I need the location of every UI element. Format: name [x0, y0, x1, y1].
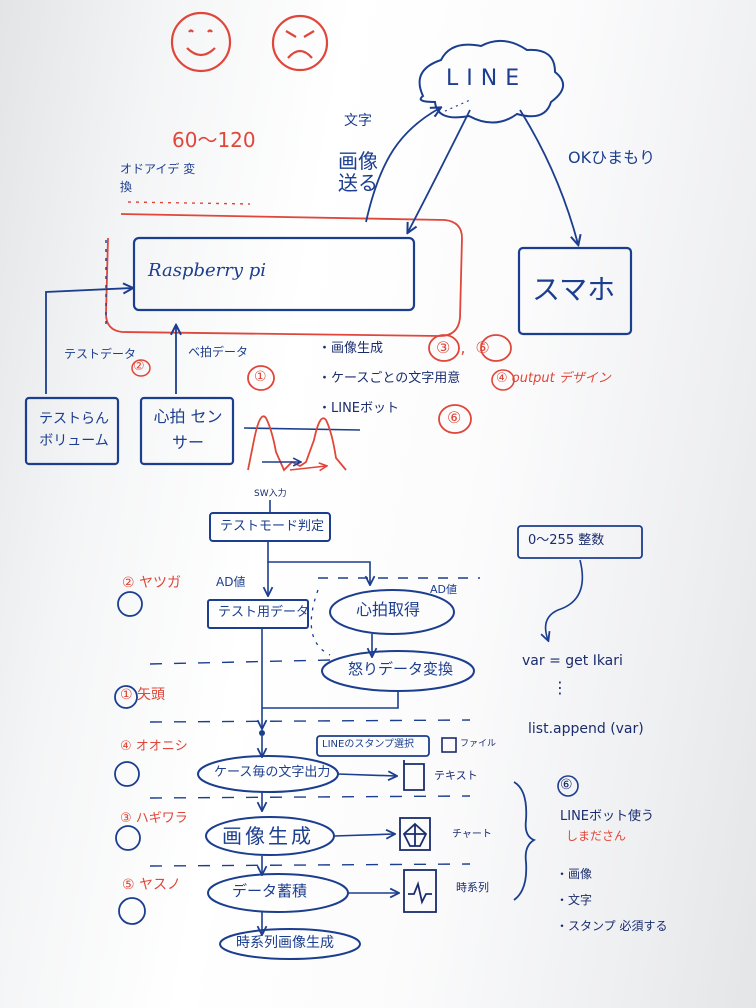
test-volume-label: テストらん ボリューム — [39, 411, 109, 450]
data-accum-label: データ蓄積 — [232, 882, 308, 900]
send-image-label: 画像 送る — [338, 149, 378, 195]
line-cloud-shape — [418, 39, 564, 124]
smiley-face-icon — [170, 11, 232, 73]
test-mode-box — [209, 512, 331, 542]
output-design-label: ④ output デザイン — [496, 371, 611, 386]
heartbeat-wave-sketch — [243, 415, 361, 472]
step1-owner: ① 矢頭 — [120, 687, 166, 703]
series-image-ellipse — [219, 928, 361, 960]
bullet-item: ・画像 — [556, 867, 593, 881]
line-stamp-box — [316, 735, 430, 757]
raspberry-pi-label: Raspberry pi — [148, 260, 267, 281]
test-data-num: ② — [133, 359, 145, 374]
task-numbers: ③,⑤ — [436, 338, 500, 357]
test-data-box — [207, 599, 309, 629]
series-image-label: 時系列画像生成 — [236, 935, 334, 951]
heart-sensor-box — [139, 396, 235, 466]
right-num-six: ⑥ — [560, 777, 573, 793]
step2-owner: ② ヤツガ — [122, 575, 182, 591]
image-gen-label: 画像生成 — [222, 824, 314, 848]
var-assign-label: var = get Ikari — [522, 653, 623, 669]
beat-data-arrow-label: ベ拍データ — [188, 345, 249, 359]
ok-label: OKひまもり — [568, 148, 656, 167]
file-icon — [441, 737, 457, 753]
series-label: 時系列 — [456, 881, 489, 894]
normalize-box — [517, 525, 643, 559]
smartphone-box — [517, 246, 633, 336]
task-number-six: ⑥ — [447, 408, 462, 427]
line-cloud-label: LINE — [446, 66, 528, 91]
right-brace — [513, 781, 537, 901]
step5-owner: ⑤ ヤスノ — [122, 877, 182, 893]
heart-sensor-label: 心拍 センサー — [153, 407, 223, 452]
bullet-item: ・文字 — [556, 893, 593, 907]
ellipsis-label: ⋮ — [552, 678, 568, 697]
heart-acquire-label: 心拍取得 — [356, 600, 421, 619]
text-label: テキスト — [434, 769, 478, 782]
test-data-arrow-label: テストデータ — [64, 347, 137, 361]
case-text-label: ケース毎の文字出力 — [214, 765, 331, 780]
task-item: ・画像生成 — [318, 341, 384, 356]
chart-file-icon — [399, 817, 431, 851]
smartphone-label: スマホ — [532, 273, 616, 306]
list-append-label: list.append (var) — [528, 721, 644, 737]
ad-value-left: AD値 — [216, 575, 246, 589]
use-bot-label: LINEボット使う — [560, 809, 655, 824]
test-volume-box — [24, 396, 120, 466]
anger-convert-label: 怒りデータ変換 — [348, 660, 454, 678]
test-data-box-label: テスト用データ — [218, 605, 310, 620]
person-label: しまださん — [566, 829, 627, 843]
line-stamp-label: LINEのスタンプ選択 — [322, 739, 415, 750]
normalize-label: 0〜255 整数 — [528, 533, 605, 548]
test-mode-label: テストモード判定 — [220, 519, 325, 534]
task-item: ・LINEボット — [318, 401, 400, 416]
file-label: ファイル — [460, 739, 497, 749]
sw-input-label: SW入力 — [254, 489, 287, 499]
step4-owner: ④ オオニシ — [120, 739, 188, 754]
frowny-face-icon — [271, 14, 329, 72]
beat-data-num: ① — [254, 369, 267, 385]
ad-value-right: AD値 — [430, 583, 457, 596]
bullet-item: ・スタンプ 必須する — [556, 919, 668, 933]
send-text-label: 文字 — [344, 113, 372, 129]
heart-acquire-ellipse — [329, 589, 455, 635]
series-file-icon — [403, 869, 437, 913]
resample-label: オドアイデ 変換 — [120, 162, 196, 194]
chart-label: チャート — [452, 829, 492, 840]
red-enclosure — [105, 213, 463, 337]
range-label: 60〜120 — [172, 128, 256, 152]
task-item: ・ケースごとの文字用意 — [318, 371, 461, 386]
raspberry-pi-box — [132, 236, 416, 312]
step3-owner: ③ ハギワラ — [120, 811, 188, 826]
text-file-icon — [403, 760, 425, 791]
